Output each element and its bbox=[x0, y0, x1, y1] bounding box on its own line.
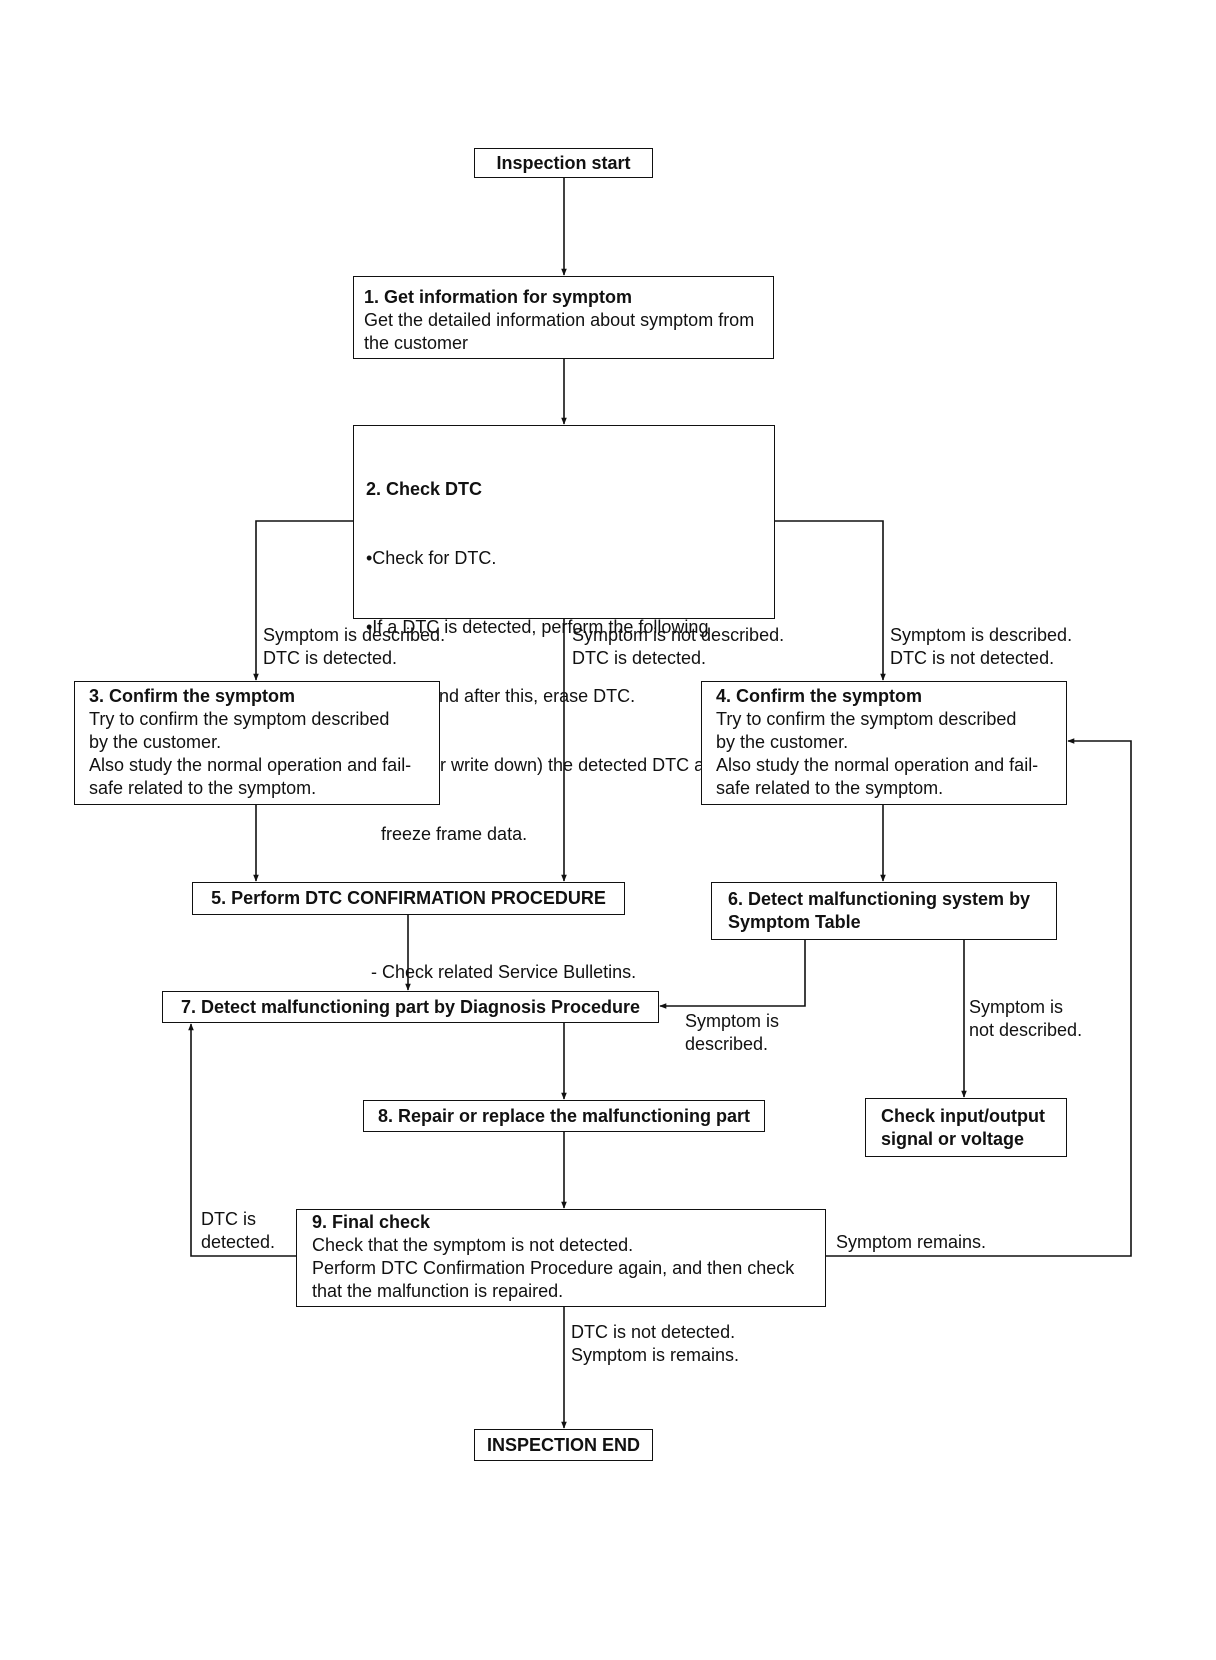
step-1-title: 1. Get information for symptom bbox=[364, 287, 633, 307]
step-9-line: that the malfunction is repaired. bbox=[312, 1281, 564, 1301]
step-3-line: by the customer. bbox=[89, 732, 222, 752]
arrow-2-to-4 bbox=[775, 520, 886, 681]
step-9-title: 9. Final check bbox=[312, 1212, 431, 1232]
step-4-line: Try to confirm the symptom described bbox=[716, 709, 1017, 729]
step-6-line: Symptom Table bbox=[728, 912, 861, 932]
step-4-line: Also study the normal operation and fail… bbox=[716, 755, 1039, 775]
step-3-title: 3. Confirm the symptom bbox=[89, 686, 296, 706]
label-symptom-remains: Symptom remains. bbox=[836, 1232, 987, 1252]
step-1-box: 1. Get information for symptom Get the d… bbox=[353, 276, 774, 359]
step-3-box: 3. Confirm the symptom Try to confirm th… bbox=[74, 681, 440, 805]
inspection-end-label: INSPECTION END bbox=[486, 1434, 641, 1455]
step-7-box: 7. Detect malfunctioning part by Diagnos… bbox=[162, 991, 659, 1023]
arrow-9-to-4 bbox=[826, 738, 1132, 1257]
branch-label-left: Symptom is described. DTC is detected. bbox=[263, 625, 446, 668]
inspection-start-box: Inspection start bbox=[474, 148, 653, 178]
step-4-box: 4. Confirm the symptom Try to confirm th… bbox=[701, 681, 1067, 805]
step-3-line: Try to confirm the symptom described bbox=[89, 709, 390, 729]
step-9-line: Check that the symptom is not detected. bbox=[312, 1235, 634, 1255]
step-5-box: 5. Perform DTC CONFIRMATION PROCEDURE bbox=[192, 882, 625, 915]
step-6-box: 6. Detect malfunctioning system by Sympt… bbox=[711, 882, 1057, 940]
arrow-2-to-3 bbox=[253, 520, 353, 681]
step-4-title: 4. Confirm the symptom bbox=[716, 686, 923, 706]
branch-label-right: Symptom is described. DTC is not detecte… bbox=[890, 625, 1073, 668]
step-2-line: - Check related Service Bulletins. bbox=[366, 962, 637, 982]
inspection-start-label: Inspection start bbox=[496, 152, 631, 173]
check-io-line: Check input/output bbox=[881, 1106, 1045, 1126]
label-dtc-detected: DTC is detected. bbox=[201, 1209, 276, 1252]
step-1-line: the customer bbox=[364, 333, 469, 353]
step-7-label: 7. Detect malfunctioning part by Diagnos… bbox=[180, 996, 641, 1017]
step-2-title: 2. Check DTC bbox=[366, 479, 483, 499]
step-4-line: safe related to the symptom. bbox=[716, 778, 944, 798]
step-9-box: 9. Final check Check that the symptom is… bbox=[296, 1209, 826, 1307]
label-final-ok: DTC is not detected. Symptom is remains. bbox=[571, 1322, 740, 1365]
label-step6-described: Symptom is described. bbox=[685, 1011, 780, 1054]
step-2-line: freeze frame data. bbox=[366, 824, 528, 844]
step-8-box: 8. Repair or replace the malfunctioning … bbox=[363, 1100, 765, 1132]
inspection-end-box: INSPECTION END bbox=[474, 1429, 653, 1461]
check-io-box: Check input/output signal or voltage bbox=[865, 1098, 1067, 1157]
step-2-box: 2. Check DTC •Check for DTC. •If a DTC i… bbox=[353, 425, 775, 982]
arrow-9-to-7 bbox=[188, 1023, 296, 1257]
step-3-line: safe related to the symptom. bbox=[89, 778, 317, 798]
branch-label-middle: Symptom is not described. DTC is detecte… bbox=[572, 625, 785, 668]
step-3-line: Also study the normal operation and fail… bbox=[89, 755, 412, 775]
step-4-line: by the customer. bbox=[716, 732, 849, 752]
arrow-6-to-7 bbox=[659, 940, 806, 1009]
step-8-label: 8. Repair or replace the malfunctioning … bbox=[377, 1105, 751, 1126]
label-step6-not-described: Symptom is not described. bbox=[969, 997, 1083, 1040]
step-9-line: Perform DTC Confirmation Procedure again… bbox=[312, 1258, 795, 1278]
step-6-line: 6. Detect malfunctioning system by bbox=[728, 889, 1031, 909]
check-io-line: signal or voltage bbox=[881, 1129, 1025, 1149]
step-5-label: 5. Perform DTC CONFIRMATION PROCEDURE bbox=[211, 888, 606, 908]
step-1-line: Get the detailed information about sympt… bbox=[364, 310, 755, 330]
step-2-line: •If a DTC is detected, perform the follo… bbox=[366, 617, 709, 637]
step-2-line: •Check for DTC. bbox=[366, 548, 497, 568]
